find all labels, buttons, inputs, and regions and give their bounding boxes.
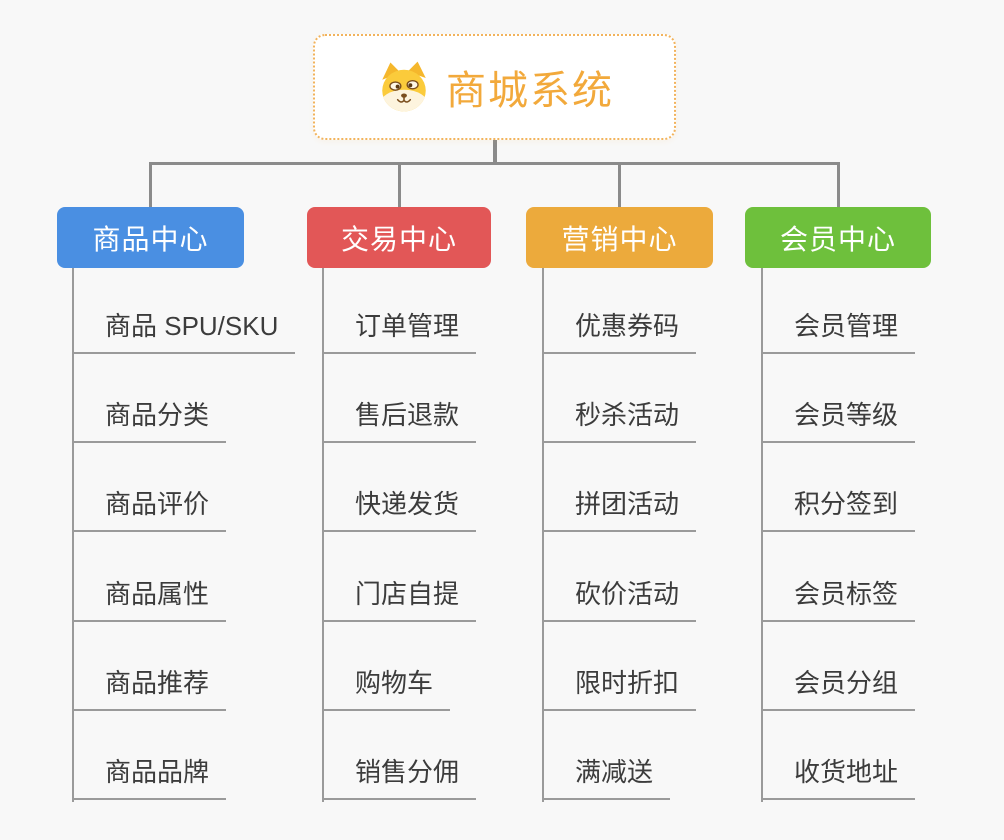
dog-face-icon [382, 61, 426, 112]
child-node[interactable]: 会员等级 [761, 398, 916, 443]
root-node[interactable]: 商城系统 [313, 34, 676, 140]
child-node[interactable]: 销售分佣 [322, 755, 477, 800]
child-node[interactable]: 砍价活动 [542, 577, 697, 622]
child-node[interactable]: 积分签到 [761, 487, 916, 532]
child-node[interactable]: 限时折扣 [542, 666, 697, 711]
root-connector-line [493, 140, 497, 164]
branch-connector-line [836, 162, 840, 207]
branch-node-1[interactable]: 商品中心 [57, 207, 244, 268]
branch-node-3[interactable]: 营销中心 [526, 207, 713, 268]
child-node[interactable]: 会员管理 [761, 309, 916, 354]
branch-connector-line [149, 162, 152, 207]
branch-label: 商品中心 [92, 223, 209, 255]
child-node[interactable]: 商品 SPU/SKU [72, 309, 296, 354]
branch-label: 交易中心 [340, 223, 457, 255]
branch-trunk-line [542, 268, 544, 802]
branch-connector-line [618, 162, 621, 207]
branch-trunk-line [322, 268, 324, 802]
child-node[interactable]: 商品属性 [72, 577, 227, 622]
child-node[interactable]: 快递发货 [322, 487, 477, 532]
branch-trunk-line [72, 268, 74, 802]
child-node[interactable]: 商品分类 [72, 398, 227, 443]
child-node[interactable]: 商品评价 [72, 487, 227, 532]
branch-node-4[interactable]: 会员中心 [745, 207, 931, 268]
branch-connector-line [397, 162, 401, 207]
horizontal-connector-line [149, 162, 840, 165]
child-node[interactable]: 商品品牌 [72, 755, 227, 800]
branch-label: 营销中心 [561, 223, 678, 255]
child-node[interactable]: 优惠券码 [542, 309, 697, 354]
child-node[interactable]: 满减送 [542, 755, 671, 800]
child-node[interactable]: 购物车 [322, 666, 451, 711]
child-node[interactable]: 会员分组 [761, 666, 916, 711]
child-node[interactable]: 收货地址 [761, 755, 916, 800]
child-node[interactable]: 订单管理 [322, 309, 477, 354]
branch-trunk-line [761, 268, 763, 802]
branch-label: 会员中心 [779, 223, 896, 255]
child-node[interactable]: 秒杀活动 [542, 398, 697, 443]
child-node[interactable]: 门店自提 [322, 577, 477, 622]
child-node[interactable]: 拼团活动 [542, 487, 697, 532]
child-node[interactable]: 商品推荐 [72, 666, 227, 711]
child-node[interactable]: 会员标签 [761, 577, 916, 622]
branch-node-2[interactable]: 交易中心 [307, 207, 491, 268]
child-node[interactable]: 售后退款 [322, 398, 477, 443]
root-title: 商城系统 [446, 69, 614, 113]
